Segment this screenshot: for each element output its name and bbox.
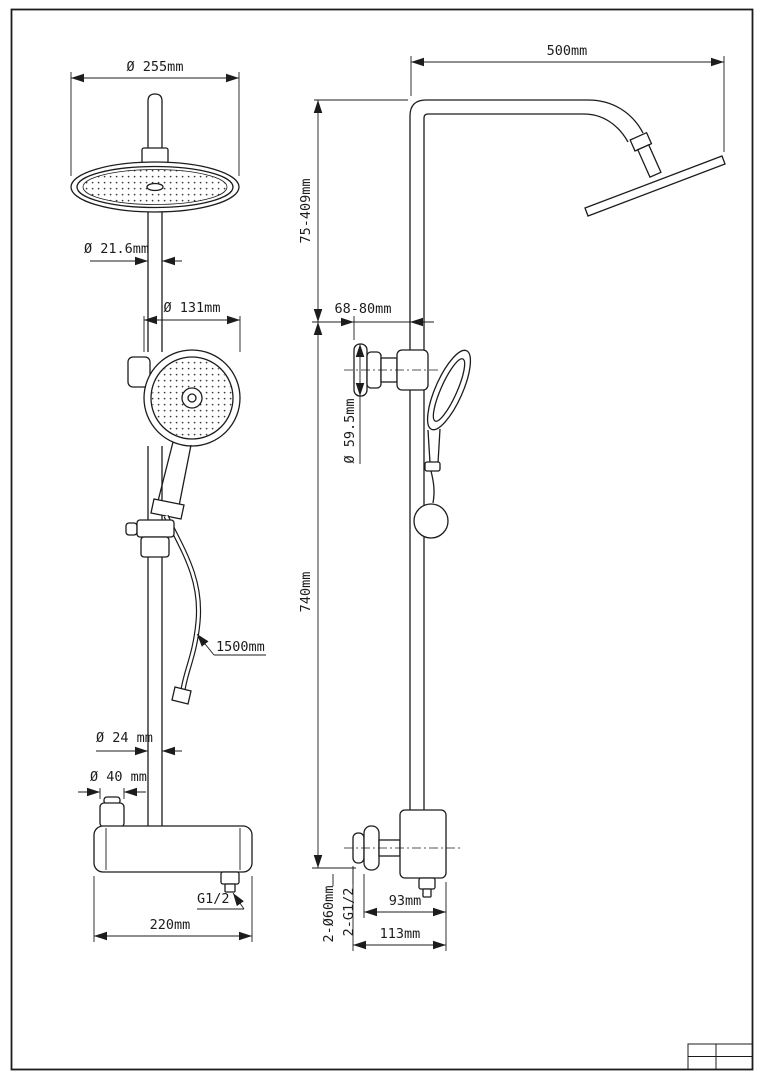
- side-mixer-valve: [344, 809, 462, 898]
- side-view: [344, 99, 726, 898]
- dim-bracket-offset-range: 68-80mm: [335, 301, 392, 317]
- dim-valve-width: 93mm: [389, 893, 422, 909]
- front-mixer-valve: [93, 796, 253, 893]
- dim-head-height-range: 75-409mm: [298, 178, 314, 243]
- front-head-connector-nut: [141, 147, 169, 164]
- dim-column-height: 740mm: [298, 572, 314, 613]
- side-head-connector-nut: [629, 131, 662, 179]
- dim-upper-pipe-diameter: Ø 21.6mm: [84, 241, 149, 257]
- sheet-border: [10, 8, 754, 1071]
- dim-escutcheon-spec: 2-Ø60mm: [321, 886, 337, 943]
- side-dimensions: [312, 56, 725, 951]
- title-block: [687, 1043, 753, 1070]
- dim-overall-depth: 113mm: [380, 926, 421, 942]
- dim-column-diameter: Ø 24 mm: [96, 730, 153, 746]
- dim-inlet-diameter: Ø 40 mm: [90, 769, 147, 785]
- side-hand-shower: [413, 349, 472, 539]
- dim-head-diameter: Ø 255mm: [127, 59, 184, 75]
- front-rain-shower-head: [70, 161, 240, 213]
- front-rail-pipe: [147, 93, 163, 826]
- dim-outlet-thread: G1/2: [197, 891, 230, 907]
- side-dimension-labels: 500mm 75-409mm 68-80mm Ø 59.5mm 740mm 2-…: [298, 43, 587, 942]
- front-dimensions: [70, 72, 266, 942]
- side-shower-head: [584, 155, 726, 217]
- front-shower-hose: [163, 514, 202, 705]
- dim-arm-length: 500mm: [547, 43, 588, 59]
- side-riser-and-arm: [409, 99, 644, 812]
- dim-thread-spec: 2-G1/2: [341, 888, 357, 937]
- dim-body-width: 220mm: [150, 917, 191, 933]
- dim-hand-shower-diameter: Ø 131mm: [164, 300, 221, 316]
- front-dimension-labels: Ø 255mm Ø 21.6mm Ø 131mm 1500mm Ø 24 mm …: [84, 59, 265, 933]
- side-wall-bracket: [344, 343, 438, 397]
- front-view: [70, 93, 253, 893]
- dim-bracket-diameter: Ø 59.5mm: [342, 398, 358, 463]
- dim-hose-length: 1500mm: [216, 639, 265, 655]
- front-hand-shower-bracket: [127, 356, 151, 388]
- front-slider-clamp: [125, 519, 175, 558]
- front-hand-shower: [143, 349, 241, 520]
